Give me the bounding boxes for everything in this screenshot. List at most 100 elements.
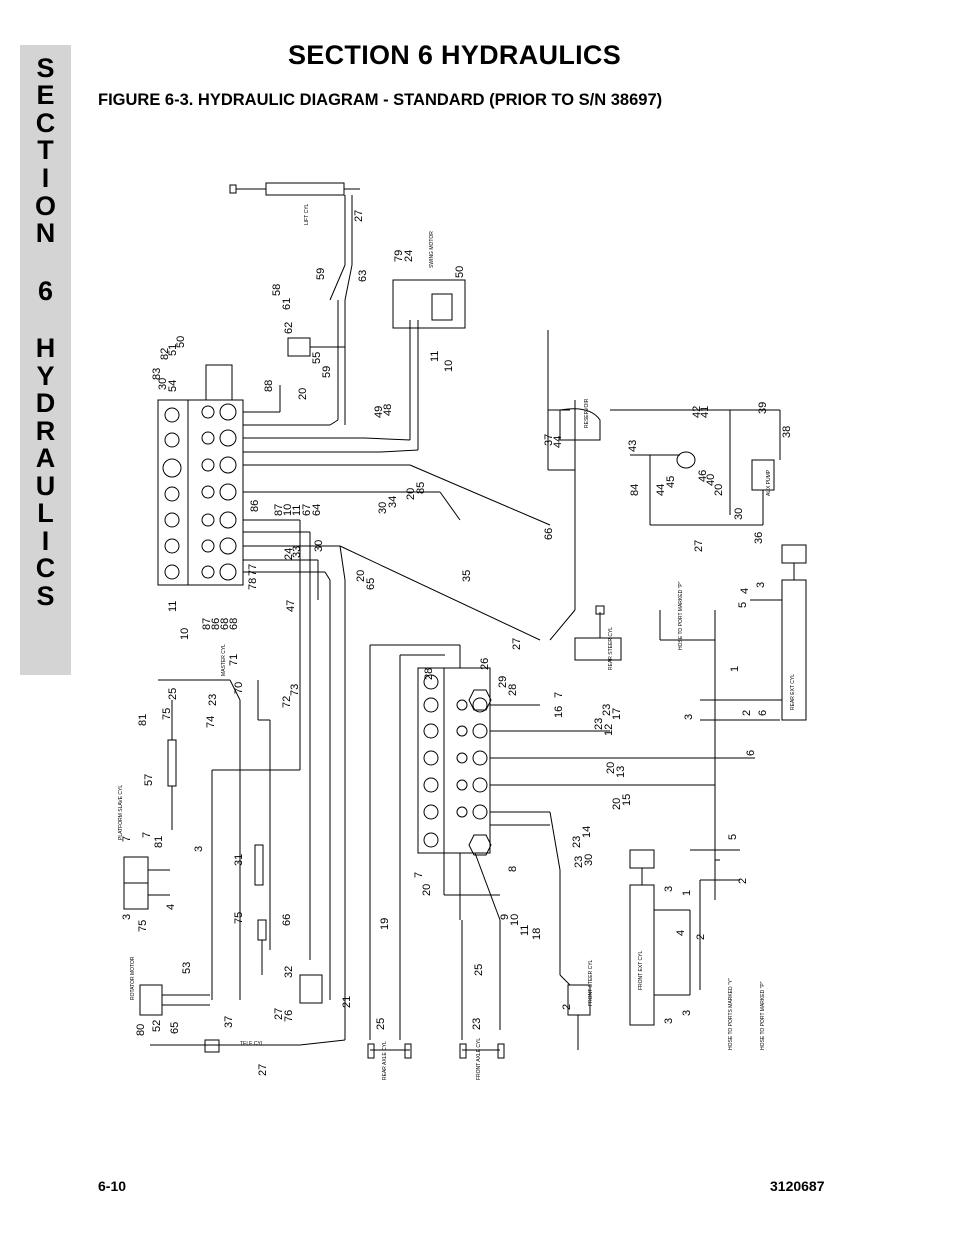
- part-callout: 35: [461, 570, 473, 582]
- part-callout: 85: [415, 482, 427, 494]
- part-callout: 21: [341, 996, 353, 1008]
- part-callout: 20: [611, 798, 623, 810]
- part-callout: 3: [663, 886, 675, 892]
- part-callout: 88: [263, 380, 275, 392]
- part-callout: 68: [228, 618, 240, 630]
- part-callout: 1: [729, 666, 741, 672]
- part-callout: 23: [573, 856, 585, 868]
- part-callout: 24: [283, 548, 295, 560]
- part-callout: 29: [497, 676, 509, 688]
- part-callout: 11: [429, 351, 441, 362]
- section-title: SECTION 6 HYDRAULICS: [288, 40, 622, 70]
- side-tab-letter: T: [37, 135, 54, 165]
- label-front-axle-cyl: FRONT AXLE CYL: [476, 1038, 482, 1080]
- part-callout: 62: [283, 322, 295, 334]
- part-callout: 81: [153, 836, 165, 848]
- part-callout: 3: [683, 714, 695, 720]
- part-callout: 7: [413, 872, 425, 878]
- part-callout: 58: [271, 284, 283, 296]
- part-callout: 71: [228, 654, 240, 666]
- part-callout: 27: [273, 1008, 285, 1020]
- part-callout: 23: [207, 694, 219, 706]
- part-callout: 45: [665, 476, 677, 488]
- part-callout: 8: [507, 866, 519, 872]
- side-tab-letter: D: [35, 388, 56, 418]
- part-callout: 65: [169, 1022, 181, 1034]
- label-note-hose-p: HOSE TO PORT MARKED "P": [678, 581, 684, 650]
- side-tab-letter: L: [37, 498, 54, 528]
- part-callout: 3: [663, 1018, 675, 1024]
- side-tab-letter: Y: [36, 361, 55, 391]
- part-callout: 3: [755, 582, 767, 588]
- part-callout: 48: [382, 404, 394, 416]
- part-callout: 2: [741, 710, 753, 716]
- side-tab-letter: I: [41, 526, 50, 556]
- part-callout: 9: [499, 914, 511, 920]
- part-callout: 82: [159, 348, 171, 360]
- label-rear-ext-cyl: REAR EXT CYL: [790, 674, 796, 710]
- part-callout: 6: [745, 750, 757, 756]
- part-callout: 4: [739, 588, 751, 594]
- part-callout: 87: [273, 504, 285, 516]
- part-callout: 50: [175, 336, 187, 348]
- part-callout: 49: [373, 406, 385, 418]
- side-tab-letter: S: [36, 53, 55, 83]
- part-callout: 28: [507, 684, 519, 696]
- part-callout: 20: [405, 488, 417, 500]
- label-tank: RESERVOIR: [584, 398, 590, 428]
- part-callout: 66: [281, 914, 293, 926]
- part-callout: 20: [355, 570, 367, 582]
- side-tab-letter: A: [35, 443, 56, 473]
- part-callout: 10: [443, 360, 455, 372]
- part-callout: 27: [353, 210, 365, 222]
- part-callout: 25: [473, 964, 485, 976]
- label-lift-cyl: LIFT CYL: [304, 203, 310, 225]
- part-callout: 75: [137, 920, 149, 932]
- part-callout: 23: [471, 1018, 483, 1030]
- part-callout: 65: [365, 578, 377, 590]
- label-master-cyl: MASTER CYL: [221, 644, 227, 676]
- part-callout: 11: [291, 505, 303, 516]
- part-callout: 39: [757, 402, 769, 414]
- part-callout: 77: [247, 564, 259, 576]
- part-callout: 27: [257, 1064, 269, 1076]
- part-callout: 84: [629, 484, 641, 496]
- part-callout: 12: [603, 724, 615, 736]
- label-tele-cyl: TELE CYL: [240, 1041, 264, 1047]
- part-callout: 30: [583, 854, 595, 866]
- part-callout: 73: [289, 684, 301, 696]
- part-callout: 67: [301, 504, 313, 516]
- part-callout: 30: [733, 508, 745, 520]
- part-callout: 5: [727, 834, 739, 840]
- part-callout: 23: [571, 836, 583, 848]
- part-callout: 25: [167, 688, 179, 700]
- part-callout: 20: [421, 884, 433, 896]
- part-callout: 74: [205, 716, 217, 728]
- part-callout: 37: [543, 434, 555, 446]
- part-callout: 53: [181, 962, 193, 974]
- label-aux-pump: AUX PUMP: [766, 469, 772, 496]
- part-callout: 44: [552, 436, 564, 448]
- part-callout: 10: [179, 628, 191, 640]
- part-callout: 80: [135, 1024, 147, 1036]
- side-tab-letter: H: [35, 333, 56, 363]
- part-callout: 30: [377, 502, 389, 514]
- part-callout: 3: [193, 846, 205, 852]
- part-callout: 10: [509, 914, 521, 926]
- side-tab-letter: E: [36, 80, 55, 110]
- part-callout: 20: [297, 388, 309, 400]
- side-tab-letter: C: [35, 553, 56, 583]
- part-callout: 41: [699, 406, 711, 418]
- side-tab-letter: U: [35, 471, 56, 501]
- label-rear-axle-cyl: REAR AXLE CYL: [382, 1041, 388, 1080]
- part-callout: 50: [454, 266, 466, 278]
- part-callout: 83: [151, 368, 163, 380]
- part-callout: 23: [593, 718, 605, 730]
- part-callout: 42: [691, 406, 703, 418]
- label-note-hose-y: HOSE TO PORTS MARKED "Y": [728, 978, 734, 1050]
- part-callout: 7: [553, 692, 565, 698]
- part-callout: 33: [291, 546, 303, 558]
- part-callout: 64: [311, 504, 323, 516]
- part-callout: 4: [165, 904, 177, 910]
